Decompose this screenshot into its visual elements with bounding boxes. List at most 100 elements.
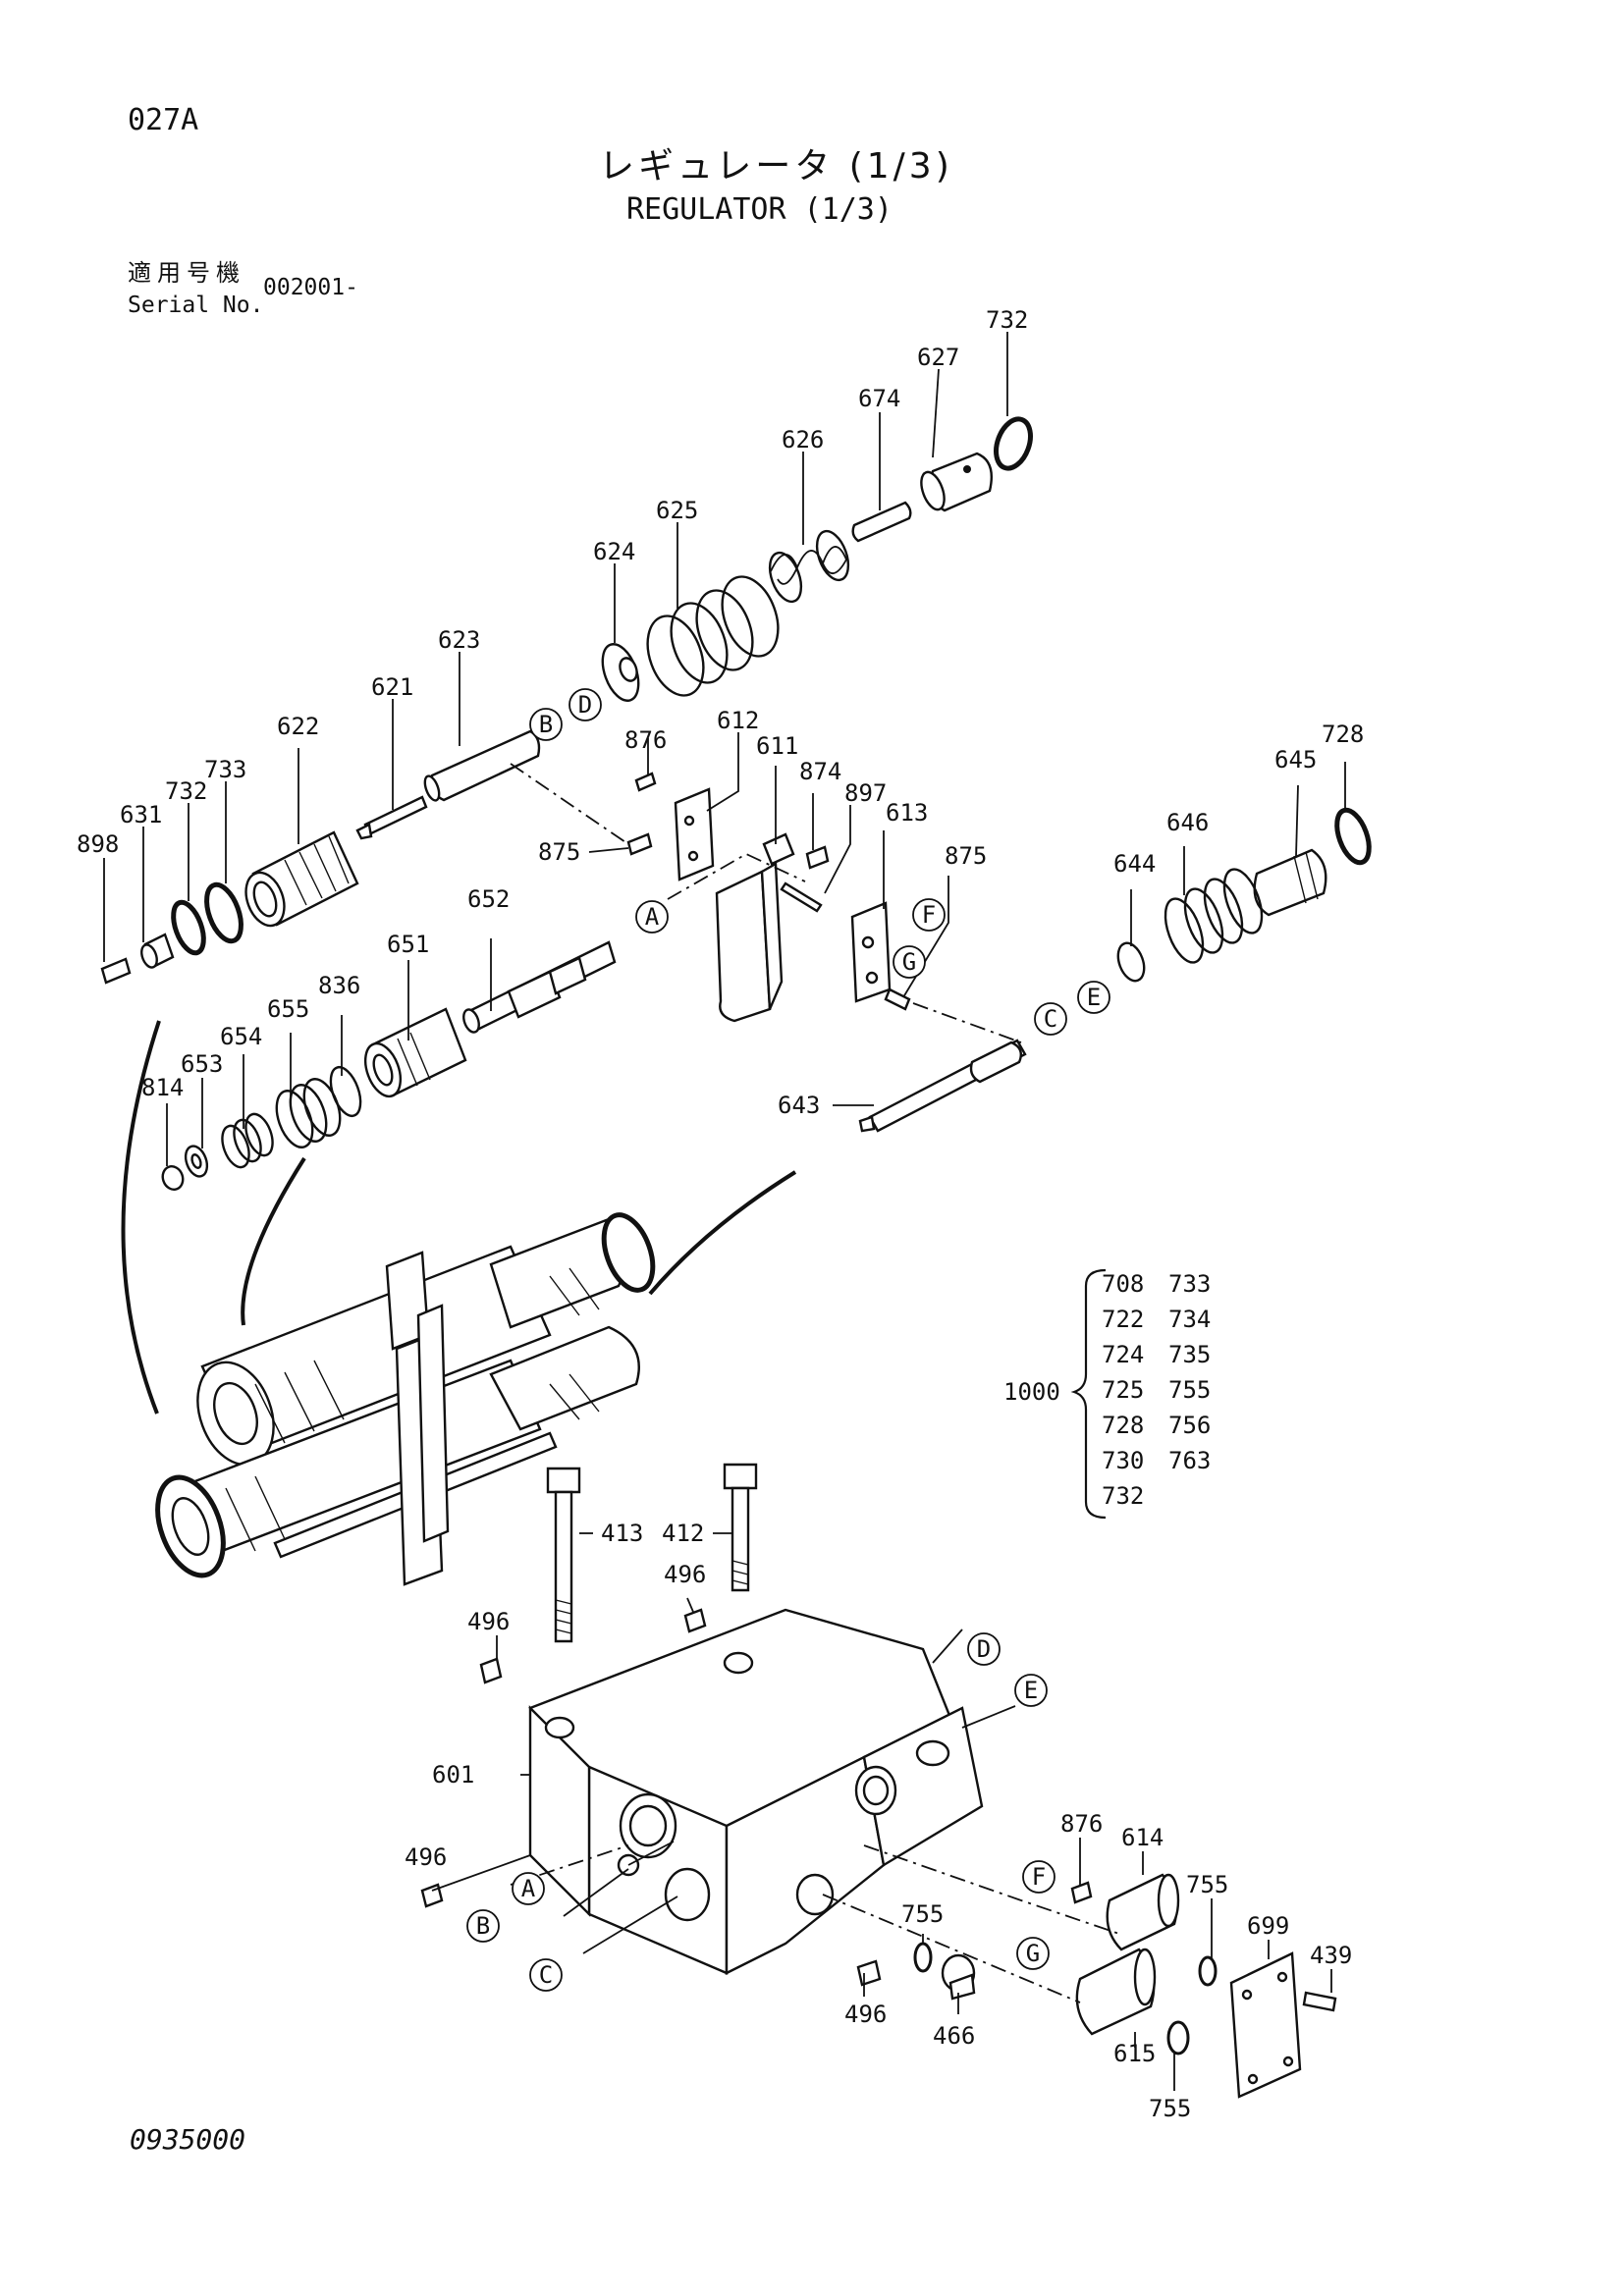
label-601: 601 bbox=[432, 1761, 474, 1789]
label-651: 651 bbox=[387, 931, 429, 958]
part-631-bushing bbox=[140, 933, 175, 969]
label-626: 626 bbox=[782, 426, 824, 454]
label-876-top: 876 bbox=[624, 726, 667, 754]
marker-f-top: F bbox=[912, 898, 946, 932]
part-646-spring bbox=[1164, 868, 1264, 964]
part-439-bolt bbox=[1302, 1991, 1337, 2012]
part-612-lever bbox=[674, 787, 715, 881]
assembly-part-734: 734 bbox=[1168, 1306, 1211, 1333]
svg-text:G: G bbox=[1026, 1940, 1040, 1967]
label-627: 627 bbox=[917, 344, 959, 371]
part-621-pin bbox=[355, 795, 428, 840]
svg-text:A: A bbox=[521, 1875, 536, 1902]
part-496-plug-c bbox=[420, 1883, 444, 1908]
part-625-spring bbox=[646, 575, 780, 697]
marker-c-housing: C bbox=[529, 1958, 563, 1992]
label-655: 655 bbox=[267, 995, 309, 1023]
part-645-plug bbox=[1253, 848, 1327, 917]
part-874-pin bbox=[805, 845, 830, 870]
marker-c-top: C bbox=[1034, 1002, 1067, 1036]
marker-b-top: B bbox=[529, 708, 563, 741]
marker-d-housing: D bbox=[967, 1632, 1001, 1666]
part-615-piston bbox=[1075, 1948, 1157, 2036]
part-412-bolt bbox=[723, 1463, 758, 1592]
part-733-oring bbox=[204, 881, 244, 944]
label-622: 622 bbox=[277, 713, 319, 740]
label-644: 644 bbox=[1113, 850, 1156, 878]
svg-text:B: B bbox=[476, 1912, 490, 1940]
assembly-part-724: 724 bbox=[1102, 1341, 1144, 1368]
assembly-part-725: 725 bbox=[1102, 1376, 1144, 1404]
label-728: 728 bbox=[1322, 721, 1364, 748]
label-496-a: 496 bbox=[467, 1608, 510, 1635]
part-601-housing bbox=[528, 1608, 984, 1975]
label-615: 615 bbox=[1113, 2040, 1156, 2067]
svg-text:F: F bbox=[1032, 1863, 1046, 1891]
label-732: 732 bbox=[165, 777, 207, 805]
label-897: 897 bbox=[844, 779, 887, 807]
label-496-d: 496 bbox=[844, 2001, 887, 2028]
part-655-spring bbox=[275, 1078, 342, 1148]
serial-label-english: Serial No. bbox=[128, 293, 264, 318]
label-612: 612 bbox=[717, 707, 759, 734]
label-755-a: 755 bbox=[901, 1900, 944, 1928]
label-654: 654 bbox=[220, 1023, 262, 1050]
label-412: 412 bbox=[662, 1520, 704, 1547]
label-898: 898 bbox=[77, 830, 119, 858]
assembled-regulator-view bbox=[121, 1020, 797, 1586]
part-699-cover bbox=[1229, 1951, 1302, 2099]
marker-d-top: D bbox=[568, 688, 602, 721]
part-652-spool bbox=[462, 940, 617, 1034]
part-626-spring bbox=[768, 529, 850, 604]
svg-text:D: D bbox=[977, 1635, 991, 1663]
svg-text:B: B bbox=[539, 711, 553, 738]
part-653-seat bbox=[184, 1145, 209, 1178]
marker-e-top: E bbox=[1077, 981, 1110, 1014]
serial-label-japanese: 適用号機 bbox=[128, 259, 245, 287]
part-876-pin bbox=[634, 772, 657, 792]
svg-text:C: C bbox=[1044, 1005, 1057, 1033]
assembly-part-755: 755 bbox=[1168, 1376, 1211, 1404]
dashed-connection-lines bbox=[510, 763, 1120, 2003]
svg-text:D: D bbox=[578, 691, 592, 719]
part-624-seat bbox=[601, 643, 640, 702]
label-814: 814 bbox=[141, 1074, 184, 1101]
label-613: 613 bbox=[886, 799, 928, 827]
page-code: 027A bbox=[128, 103, 199, 137]
marker-a-top: A bbox=[635, 900, 669, 934]
part-732-oring-top bbox=[994, 416, 1033, 471]
label-439: 439 bbox=[1310, 1942, 1352, 1969]
svg-text:C: C bbox=[539, 1961, 553, 1989]
svg-text:G: G bbox=[902, 948, 916, 976]
part-622-sleeve bbox=[244, 830, 359, 928]
part-651-sleeve bbox=[363, 1007, 467, 1098]
part-755-oring-b bbox=[1198, 1955, 1218, 1987]
label-611: 611 bbox=[756, 732, 798, 760]
part-496-plug-d bbox=[856, 1959, 882, 1987]
label-874: 874 bbox=[799, 758, 841, 785]
part-643-rod bbox=[858, 1039, 1027, 1133]
label-732-top: 732 bbox=[986, 306, 1028, 334]
label-496-c: 496 bbox=[405, 1843, 447, 1871]
part-814-snap-ring bbox=[161, 1165, 185, 1191]
assembly-part-756: 756 bbox=[1168, 1412, 1211, 1439]
assembly-part-732: 732 bbox=[1102, 1482, 1144, 1510]
label-652: 652 bbox=[467, 885, 510, 913]
part-654-spring bbox=[221, 1112, 274, 1169]
assembly-number: 1000 bbox=[1003, 1378, 1060, 1406]
svg-text:E: E bbox=[1087, 984, 1101, 1011]
assembly-part-735: 735 bbox=[1168, 1341, 1211, 1368]
label-674: 674 bbox=[858, 385, 900, 412]
assembly-part-730: 730 bbox=[1102, 1447, 1144, 1474]
marker-e-housing: E bbox=[1014, 1674, 1048, 1707]
footer-code: 0935000 bbox=[130, 2123, 246, 2156]
label-614: 614 bbox=[1121, 1824, 1164, 1851]
part-875-pin-lower bbox=[884, 988, 911, 1011]
part-611-lever bbox=[715, 832, 795, 1023]
part-613-lever bbox=[850, 901, 892, 1003]
part-623-spool bbox=[423, 729, 541, 802]
label-413: 413 bbox=[601, 1520, 643, 1547]
label-699: 699 bbox=[1247, 1912, 1289, 1940]
label-643: 643 bbox=[778, 1092, 820, 1119]
